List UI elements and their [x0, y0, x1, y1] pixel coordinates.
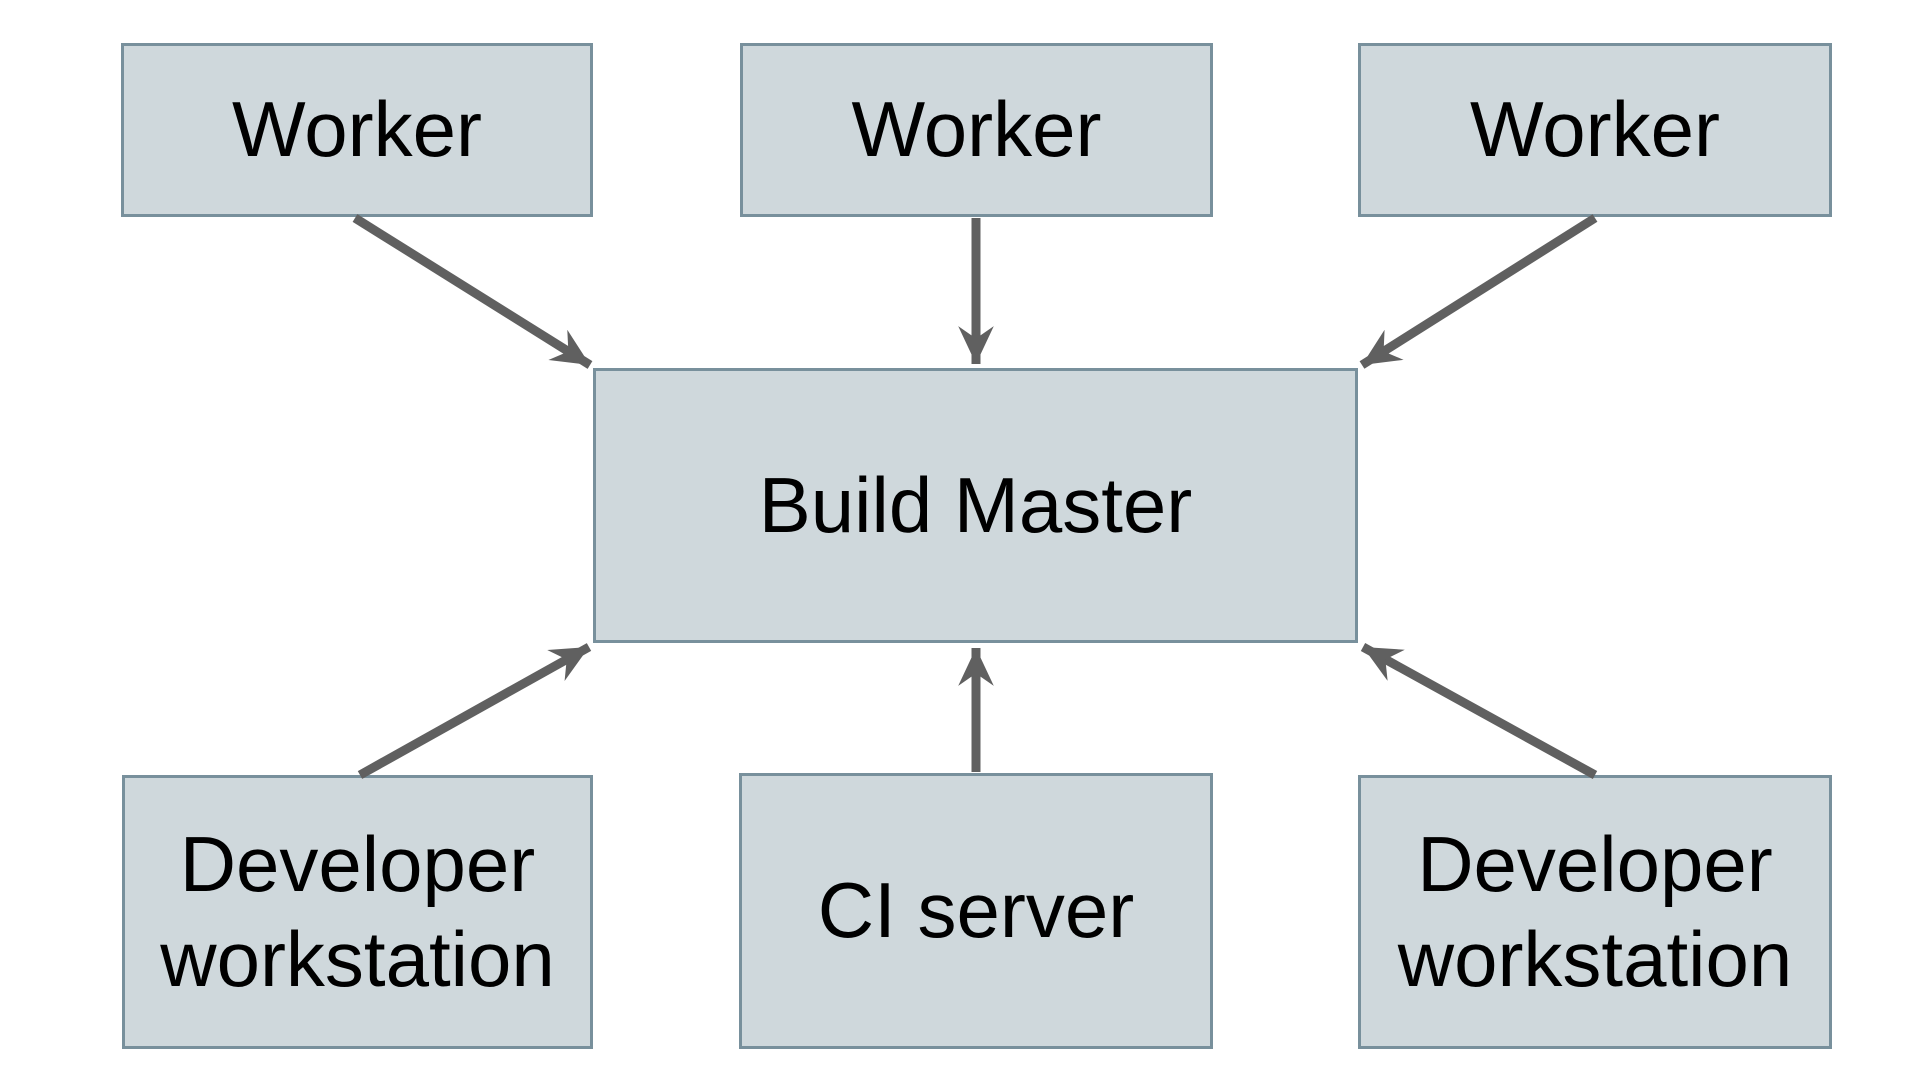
arrow-worker-top-left-to-build-master	[352, 214, 593, 369]
node-label: Developer workstation	[160, 819, 555, 1003]
node-label: CI server	[817, 866, 1135, 955]
node-build-master: Build Master	[593, 368, 1358, 643]
node-developer-workstation-left: Developer workstation	[122, 775, 593, 1049]
node-label: Worker	[1470, 85, 1720, 174]
node-label: Build Master	[758, 460, 1193, 549]
node-worker-top-center: Worker	[740, 43, 1213, 217]
node-worker-top-left: Worker	[121, 43, 593, 217]
node-label: Worker	[851, 85, 1102, 174]
arrow-developer-workstation-right-to-build-master	[1360, 643, 1598, 779]
node-label: Developer workstation	[1397, 819, 1793, 1003]
arrow-worker-top-right-to-build-master	[1359, 214, 1598, 369]
node-worker-top-right: Worker	[1358, 43, 1832, 217]
arrow-developer-workstation-left-to-build-master	[357, 643, 592, 779]
node-ci-server: CI server	[739, 773, 1213, 1049]
node-developer-workstation-right: Developer workstation	[1358, 775, 1832, 1049]
node-label: Worker	[232, 85, 482, 174]
